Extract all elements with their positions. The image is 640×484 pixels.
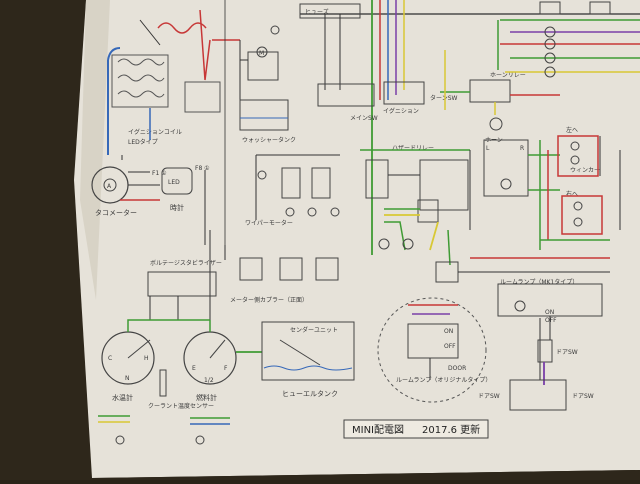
diagram-title: MINI配電図 — [352, 424, 404, 436]
voltage-stabilizer-label: ボルテージスタビライザー — [150, 259, 222, 267]
ignition-coil-label: イグニションコイル — [128, 128, 182, 136]
led-note-label: LEDタイプ — [128, 138, 158, 146]
coolant-sensor: クーラント温度センサー — [148, 369, 214, 410]
voltage-stabilizer: ボルテージスタビライザー — [147, 259, 222, 320]
door-sw-label-top: ドアSW — [556, 349, 578, 356]
fuse-label: ヒューズ — [305, 8, 329, 16]
washer-tank: ウォッシャータンク — [239, 99, 296, 144]
paper-shadow — [80, 0, 110, 300]
horn-relay-label: ホーンリレー — [490, 72, 526, 79]
mk1-on-label: ON — [545, 309, 554, 316]
room-lamp-on-label: ON — [444, 328, 453, 335]
fuel-gauge-label: 燃料計 — [196, 393, 217, 402]
title-box: MINI配電図 2017.6 更新 — [343, 419, 489, 439]
washer-tank-label: ウォッシャータンク — [242, 136, 296, 144]
indicator-unit: L R — [483, 139, 560, 197]
sender-unit-label: センダーユニット — [290, 326, 338, 334]
turn-lamps: 左へ 右へ ウィンカー — [539, 126, 621, 250]
wiper-sw-group: M — [240, 25, 280, 81]
mk1-off-label: OFF — [545, 317, 557, 324]
ignition-group: イグニション — [383, 81, 425, 115]
main-sw-label: メインSW — [350, 115, 378, 122]
fuel-half-label: 1/2 — [204, 377, 214, 384]
room-lamp-mk1: ルームランプ（MK1タイプ） OFF ON — [497, 271, 610, 380]
room-lamp-door-label: DOOR — [448, 365, 466, 372]
water-normal-label: N — [125, 375, 130, 382]
turn-right-label: 右へ — [566, 190, 578, 198]
hazard-relay: ハザードリレー — [360, 145, 471, 230]
svg-text:L: L — [486, 145, 490, 152]
svg-text:R: R — [520, 145, 524, 152]
ignition-coil-group: イグニションコイル LEDタイプ — [111, 54, 182, 146]
fuel-tank: センダーユニット ヒューエルタンク — [261, 321, 355, 398]
wiper-motor-label: ワイパーモーター — [245, 219, 293, 227]
door-sw-left-label: ドアSW — [478, 393, 500, 400]
fuel-tank-label: ヒューエルタンク — [282, 389, 338, 398]
fuel-gauge: E F 1/2 燃料計 — [183, 320, 262, 402]
main-sw: メインSW — [317, 83, 378, 122]
clock-label: 時計 — [170, 203, 184, 212]
paper-sheet — [74, 0, 640, 478]
clock-led-label: LED — [168, 179, 180, 186]
clock: LED F8 ① 時計 — [161, 165, 210, 212]
fuel-empty-label: E — [192, 365, 196, 372]
room-lamp-off-label: OFF — [444, 343, 456, 350]
top-right-lamps — [500, 1, 640, 78]
svg-text:A: A — [107, 183, 112, 190]
turn-sw-label: ターンSW — [430, 94, 458, 102]
meter-coupler: メーター側カプラー（正面） — [230, 257, 339, 304]
water-temp-gauge: C H N 水温計 — [101, 319, 210, 402]
diagram-updated: 2017.6 更新 — [422, 423, 480, 436]
room-lamp-original: ON OFF DOOR ルームランプ（オリジナルタイプ） — [377, 297, 491, 403]
door-sw-group: ドアSW ドアSW ドアSW — [478, 339, 594, 411]
fuel-full-label: F — [224, 365, 228, 372]
room-lamp-original-label: ルームランプ（オリジナルタイプ） — [396, 376, 491, 384]
turn-left-label: 左へ — [566, 126, 578, 134]
hazard-relay-label: ハザードリレー — [392, 145, 434, 152]
f8-label: F8 ① — [195, 165, 210, 172]
water-temp-label: 水温計 — [112, 393, 133, 402]
f1-label: F1 ① — [152, 170, 167, 177]
ignition-label: イグニション — [383, 107, 419, 115]
tachometer: A タコメーター F1 ① — [91, 166, 167, 217]
water-cold-label: C — [108, 355, 112, 362]
tachometer-label: タコメーター — [95, 208, 137, 217]
meter-coupler-label: メーター側カプラー（正面） — [230, 296, 308, 304]
coolant-sensor-label: クーラント温度センサー — [148, 402, 214, 410]
room-lamp-mk1-label: ルームランプ（MK1タイプ） — [500, 278, 578, 286]
door-sw-right-label: ドアSW — [572, 393, 594, 400]
svg-text:M: M — [259, 50, 264, 57]
indicator-label: ウィンカー — [570, 166, 600, 174]
wiper-motor-group: ワイパーモーター — [245, 154, 340, 227]
water-hot-label: H — [144, 355, 149, 362]
